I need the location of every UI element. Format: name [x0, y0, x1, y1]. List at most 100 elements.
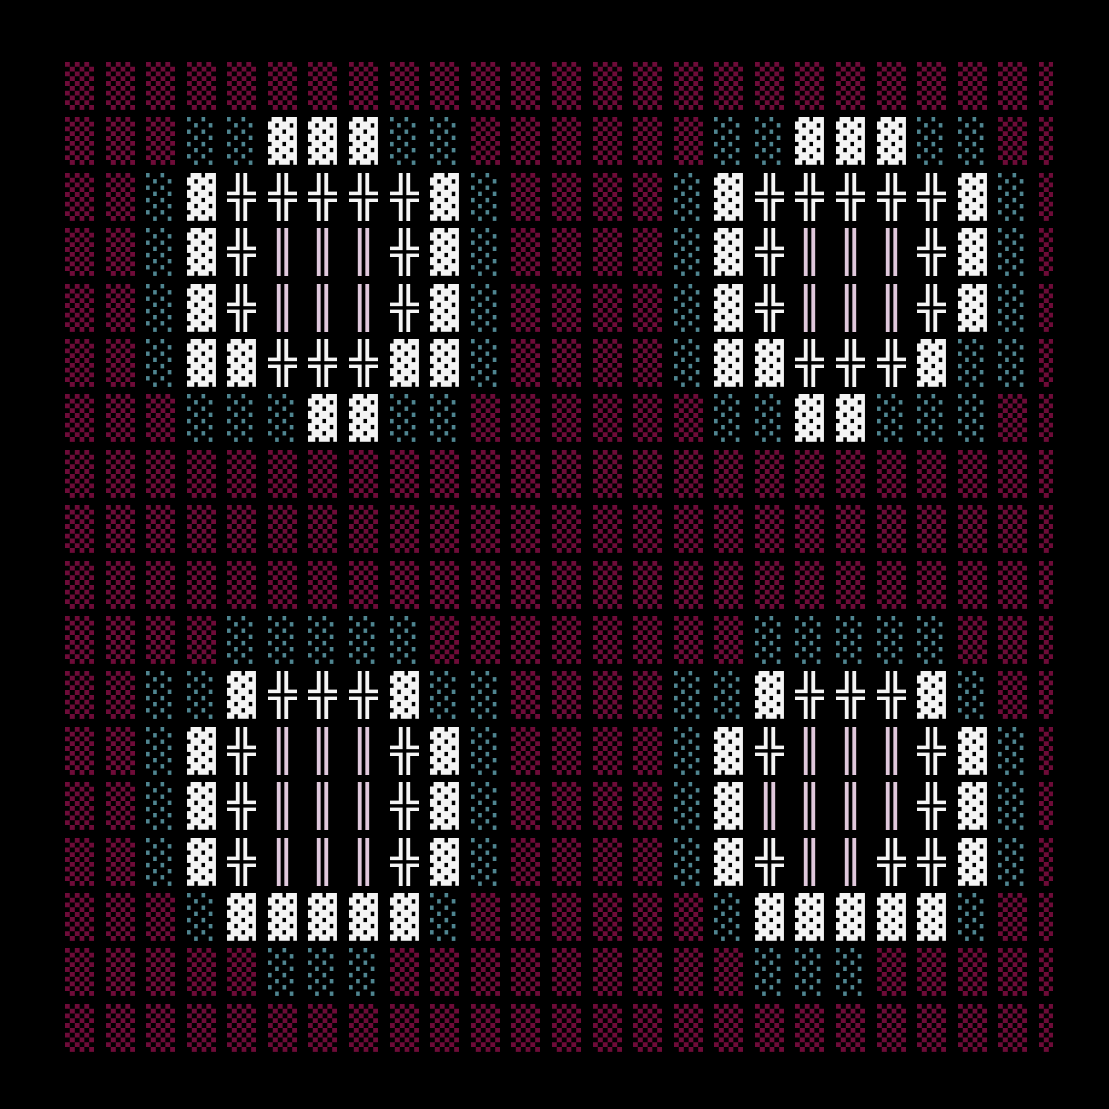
tile-glyph: ▓ [227, 893, 257, 941]
tile-glyph: ▒ [1039, 948, 1053, 996]
tile-glyph: ╬ [267, 172, 297, 221]
rock-wall-tile: ▒ [430, 1004, 459, 1052]
tile-glyph: ▒ [592, 449, 622, 498]
dark-floor-tile: ░ [471, 339, 500, 387]
tile-glyph: ▒ [65, 726, 94, 775]
rock-wall-tile: ▒ [65, 450, 94, 498]
rock-wall-tile: ▒ [917, 62, 946, 110]
rock-wall-tile: ▒ [1039, 561, 1053, 609]
rock-wall-tile: ▒ [146, 948, 175, 996]
rock-wall-tile: ▒ [65, 948, 94, 996]
tile-glyph: ▒ [754, 449, 784, 498]
wall-junction-icon: ╬ [308, 339, 337, 387]
rock-wall-tile: ▒ [268, 561, 297, 609]
tile-glyph: ░ [430, 893, 460, 941]
tile-glyph: ▒ [511, 893, 541, 941]
rock-wall-tile: ▒ [877, 1004, 906, 1052]
dark-floor-tile: ░ [430, 117, 459, 165]
tile-glyph: ▒ [633, 726, 663, 775]
rock-wall-tile: ▒ [674, 893, 703, 941]
wall-junction-icon: ╬ [836, 339, 865, 387]
tile-glyph: ╬ [917, 172, 947, 221]
tile-glyph: ▒ [65, 1003, 94, 1052]
wall-junction-icon: ╬ [877, 838, 906, 886]
dark-floor-tile: ░ [187, 893, 216, 941]
rock-wall-tile: ▒ [836, 450, 865, 498]
rock-wall-tile: ▒ [308, 450, 337, 498]
tile-glyph: ░ [673, 228, 703, 277]
tile-glyph: ░ [917, 394, 947, 443]
lit-floor-tile: ▓ [795, 893, 824, 941]
tile-glyph: ▒ [146, 616, 176, 664]
tile-glyph: ▒ [308, 449, 338, 498]
tile-glyph: ▒ [633, 671, 663, 720]
tile-glyph: ▓ [308, 893, 338, 941]
rock-wall-tile: ▒ [795, 1004, 824, 1052]
tile-glyph: ▓ [186, 172, 216, 221]
dark-floor-tile: ░ [349, 948, 378, 996]
lit-floor-tile: ▓ [714, 727, 743, 775]
tile-glyph: ╬ [389, 837, 419, 886]
rock-wall-tile: ▒ [349, 1004, 378, 1052]
rock-wall-tile: ▒ [714, 616, 743, 664]
rock-wall-tile: ▒ [430, 62, 459, 110]
tile-glyph: ▒ [470, 449, 500, 498]
dark-floor-tile: ░ [390, 117, 419, 165]
tile-glyph: ▒ [754, 505, 784, 554]
dark-floor-tile: ░ [674, 838, 703, 886]
rock-wall-tile: ▒ [633, 450, 662, 498]
tile-glyph: ▒ [511, 505, 541, 554]
tile-glyph: ▒ [349, 1003, 379, 1052]
dark-floor-tile: ░ [998, 228, 1027, 276]
wall-junction-icon: ╬ [836, 173, 865, 221]
rock-wall-tile: ▒ [511, 893, 540, 941]
rock-wall-tile: ▒ [958, 450, 987, 498]
tile-glyph: ▒ [65, 893, 94, 941]
tile-glyph: ▒ [876, 449, 906, 498]
tile-glyph: ╬ [754, 228, 784, 277]
lit-floor-tile: ▓ [755, 671, 784, 719]
tile-glyph: ▒ [105, 671, 135, 720]
lit-floor-tile: ▓ [958, 838, 987, 886]
rock-wall-tile: ▒ [390, 62, 419, 110]
tile-glyph: ░ [998, 837, 1028, 886]
rock-wall-tile: ▒ [877, 948, 906, 996]
tile-glyph: ▒ [876, 948, 906, 997]
dark-floor-tile: ░ [674, 671, 703, 719]
tile-glyph: ░ [146, 283, 176, 332]
tile-glyph: ▓ [227, 339, 257, 387]
lit-floor-tile: ▓ [917, 893, 946, 941]
tile-glyph: ░ [836, 948, 866, 997]
tile-glyph: ▒ [633, 560, 663, 609]
tile-glyph: ▒ [105, 948, 135, 997]
tile-glyph: ▓ [349, 394, 379, 443]
tile-glyph: ▒ [592, 394, 622, 443]
tile-glyph: ░ [917, 616, 947, 664]
dark-floor-tile: ░ [430, 671, 459, 719]
tile-glyph: ▒ [186, 948, 216, 997]
tile-glyph: ▒ [186, 449, 216, 498]
tile-glyph: ▓ [714, 339, 744, 387]
rock-wall-tile: ▒ [1039, 893, 1053, 941]
tile-glyph: ░ [430, 671, 460, 720]
wall-junction-icon: ╬ [755, 228, 784, 276]
rock-wall-tile: ▒ [755, 62, 784, 110]
tile-glyph: ▒ [308, 62, 338, 110]
tile-glyph: ▓ [389, 671, 419, 720]
wall-junction-icon: ╬ [917, 727, 946, 775]
tile-glyph: ▒ [551, 560, 581, 609]
dark-floor-tile: ░ [674, 782, 703, 830]
vertical-wall-icon: ║ [349, 228, 378, 276]
tile-glyph: ╬ [389, 726, 419, 775]
tile-glyph: ╬ [227, 283, 257, 332]
tile-glyph: ▒ [917, 1003, 947, 1052]
rock-wall-tile: ▒ [146, 394, 175, 442]
tile-glyph: ▒ [308, 1003, 338, 1052]
tile-glyph: ▒ [592, 616, 622, 664]
dark-floor-tile: ░ [714, 671, 743, 719]
tile-glyph: ╬ [876, 671, 906, 720]
wall-junction-icon: ╬ [877, 339, 906, 387]
rock-wall-tile: ▒ [917, 948, 946, 996]
tile-glyph: ▓ [876, 117, 906, 166]
tile-glyph: ╬ [917, 782, 947, 831]
